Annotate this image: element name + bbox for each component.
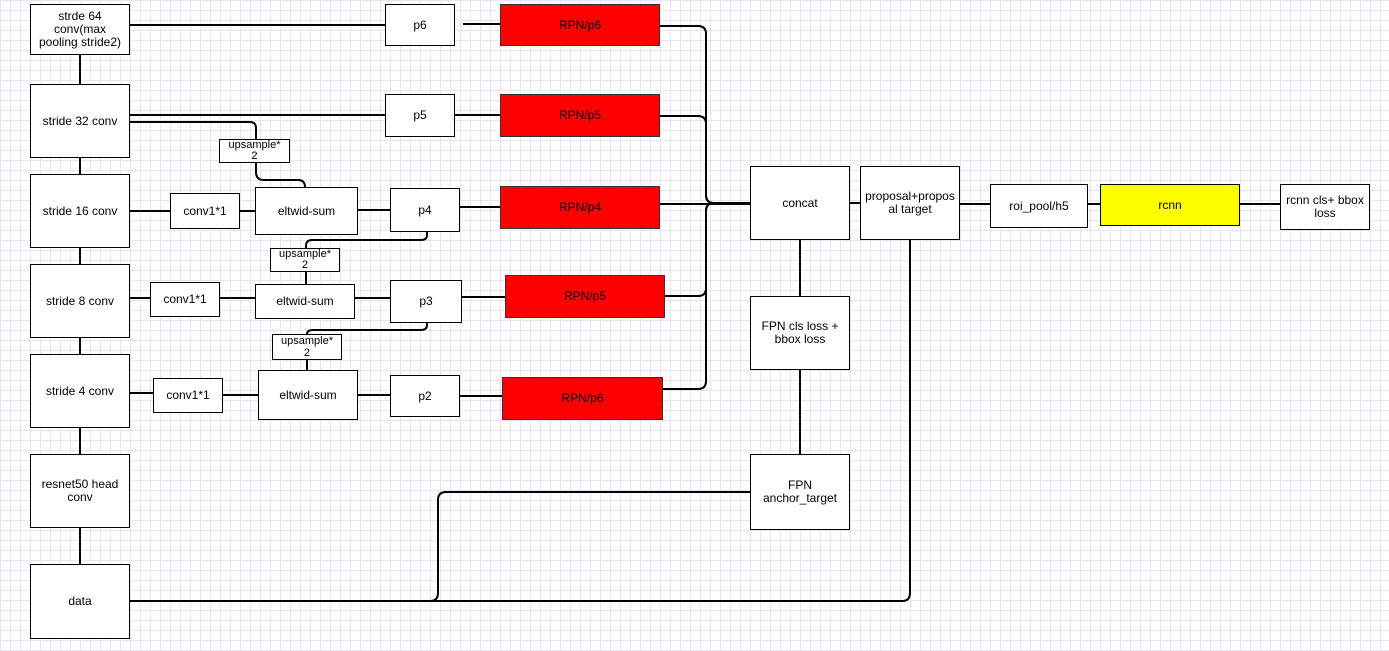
concat-label: concat [782, 195, 818, 210]
concat-node[interactable]: concat [750, 166, 850, 240]
data-label: data [68, 594, 92, 608]
edge-rpn2-concat [660, 115, 715, 204]
stride32-conv-label: stride 32 conv [42, 113, 118, 128]
edge-p3-upsample3 [306, 323, 428, 335]
p2-node[interactable]: p2 [390, 375, 460, 417]
conv1x1-stride8-label: conv1*1 [163, 292, 207, 306]
edge-upsample1-eltwise16 [255, 163, 306, 188]
rcnn-loss-node[interactable]: rcnn cls+ bbox loss [1280, 184, 1370, 230]
edge-p4-upsample2 [305, 232, 428, 248]
roi-pool-label: roi_pool/h5 [1009, 198, 1069, 213]
rcnn-label: rcnn [1158, 197, 1182, 212]
rcnn-loss-label: rcnn cls+ bbox loss [1286, 193, 1364, 220]
p5-label: p5 [413, 108, 427, 122]
edge-data-proposal [130, 240, 911, 602]
proposal-target-node[interactable]: proposal+propos al target [860, 166, 960, 240]
stride8-conv-label: stride 8 conv [45, 293, 115, 308]
rpn-head-label-5: RPN/p6 [561, 391, 604, 405]
eltwise-sum-stride16-node[interactable]: eltwid-sum [255, 187, 358, 235]
p6-node[interactable]: p6 [385, 4, 455, 46]
p3-node[interactable]: p3 [390, 280, 462, 323]
stride32-conv-node[interactable]: stride 32 conv [30, 84, 130, 158]
rcnn-node[interactable]: rcnn [1100, 184, 1240, 226]
upsample-label-2: upsample* 2 [279, 248, 331, 271]
rpn-head-node-1[interactable]: RPN/p6 [500, 4, 660, 46]
stride64-conv-node[interactable]: strde 64 conv(max pooling stride2) [30, 4, 130, 55]
resnet-head-label: resnet50 head conv [41, 477, 119, 504]
stride4-conv-node[interactable]: stride 4 conv [30, 354, 130, 428]
eltwise-sum-stride8-node[interactable]: eltwid-sum [255, 284, 355, 319]
eltwise-sum-stride8-label: eltwid-sum [276, 294, 334, 308]
upsample-node-2[interactable]: upsample* 2 [270, 248, 340, 272]
rpn-head-label-1: RPN/p6 [558, 17, 602, 32]
conv1x1-stride8-node[interactable]: conv1*1 [150, 282, 220, 317]
upsample-label-3: upsample* 2 [281, 335, 333, 359]
edge-stride32-upsample1 [130, 121, 257, 139]
stride16-conv-label: stride 16 conv [42, 203, 118, 218]
rpn-head-label-3: RPN/p4 [558, 200, 602, 214]
stride8-conv-node[interactable]: stride 8 conv [30, 264, 130, 338]
p4-label: p4 [418, 202, 432, 217]
p5-node[interactable]: p5 [385, 94, 455, 137]
rpn-head-node-2[interactable]: RPN/p5 [500, 94, 660, 137]
rpn-head-node-3[interactable]: RPN/p4 [500, 186, 660, 229]
upsample-node-1[interactable]: upsample* 2 [219, 139, 290, 163]
stride16-conv-node[interactable]: stride 16 conv [30, 174, 130, 248]
stride4-conv-label: stride 4 conv [45, 383, 115, 398]
edge-rpn5-concat [663, 202, 715, 390]
fpn-anchor-target-label: FPN anchor_target [762, 478, 838, 505]
resnet-head-node[interactable]: resnet50 head conv [30, 454, 130, 528]
conv1x1-stride16-label: conv1*1 [183, 203, 227, 218]
upsample-node-3[interactable]: upsample* 2 [272, 334, 342, 360]
data-node[interactable]: data [30, 564, 130, 639]
fpn-loss-node[interactable]: FPN cls loss + bbox loss [750, 296, 850, 370]
eltwise-sum-stride4-node[interactable]: eltwid-sum [258, 370, 358, 420]
rpn-head-node-5[interactable]: RPN/p6 [502, 377, 663, 420]
upsample-label-1: upsample* 2 [228, 139, 281, 162]
fpn-anchor-target-node[interactable]: FPN anchor_target [750, 454, 850, 530]
roi-pool-node[interactable]: roi_pool/h5 [990, 184, 1088, 228]
rpn-head-label-2: RPN/p5 [558, 108, 602, 122]
fpn-loss-label: FPN cls loss + bbox loss [761, 319, 839, 346]
conv1x1-stride16-node[interactable]: conv1*1 [170, 193, 240, 229]
rpn-head-node-4[interactable]: RPN/p5 [505, 275, 665, 318]
proposal-target-label: proposal+propos al target [865, 189, 955, 216]
p2-label: p2 [418, 388, 432, 403]
eltwise-sum-stride4-label: eltwid-sum [279, 387, 337, 402]
p6-label: p6 [413, 17, 427, 32]
edge-data-anchor [130, 491, 750, 602]
rpn-head-label-4: RPN/p5 [563, 289, 607, 303]
p4-node[interactable]: p4 [390, 188, 460, 232]
stride64-conv-label: strde 64 conv(max pooling stride2) [38, 9, 122, 49]
conv1x1-stride4-label: conv1*1 [166, 388, 210, 402]
conv1x1-stride4-node[interactable]: conv1*1 [153, 378, 223, 413]
p3-label: p3 [419, 294, 433, 308]
eltwise-sum-stride16-label: eltwid-sum [277, 203, 336, 218]
